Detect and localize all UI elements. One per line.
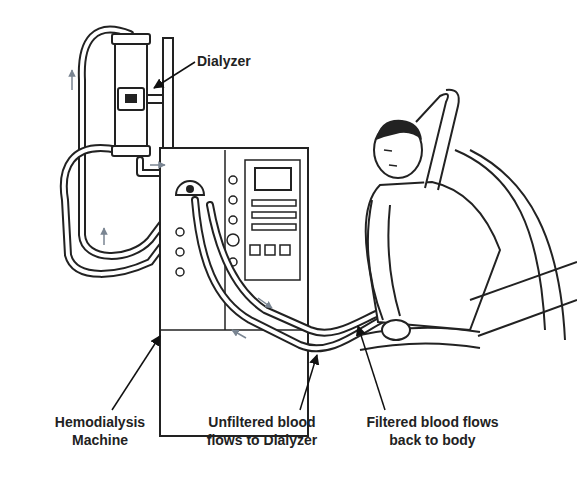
patient-eye: [384, 150, 392, 151]
leader-arrow: [300, 355, 317, 410]
machine-body: [160, 148, 308, 436]
flow-arrow: [103, 228, 105, 245]
pump-hub: [186, 185, 194, 193]
patient-torso: [366, 182, 500, 330]
panel-button: [280, 245, 290, 255]
control-knob: [229, 216, 237, 224]
dialyzer-clamp: [147, 95, 163, 103]
tube-outline: [210, 205, 385, 333]
panel-slot: [252, 224, 296, 230]
patient-lower-arm: [388, 205, 400, 316]
flow-arrow: [150, 164, 165, 166]
tube-core: [210, 205, 385, 333]
flow-arrow: [71, 70, 73, 90]
tube-outline: [195, 200, 385, 348]
panel-slot: [252, 212, 296, 218]
display-screen: [255, 168, 291, 190]
control-knob: [229, 176, 237, 184]
dialyzer-cap: [112, 146, 150, 156]
leader-arrow: [358, 326, 385, 410]
blood-pump: [176, 181, 204, 195]
leader-arrow: [154, 62, 195, 88]
part-label: Filtered blood flows back to body: [350, 413, 515, 449]
patient-leg: [478, 300, 577, 336]
part-label: Unfiltered blood flows to Dialyzer: [192, 413, 332, 449]
panel-button: [265, 245, 275, 255]
dialyzer-band: [118, 88, 144, 110]
patient-mouth: [389, 165, 397, 166]
dialyzer-body: [115, 40, 147, 150]
patient-leg: [470, 262, 577, 300]
control-panel: [245, 160, 300, 280]
patient-raised-arm: [438, 90, 459, 190]
flow-arrow: [232, 330, 246, 338]
tube-core: [195, 200, 385, 348]
patient-lower-arm: [368, 200, 383, 320]
patient-hair: [376, 120, 422, 140]
iv-pole: [163, 38, 173, 150]
flow-arrow: [258, 298, 272, 308]
dialyzer-window: [125, 94, 137, 103]
part-label: Dialyzer: [197, 52, 287, 70]
leader-arrow: [112, 336, 160, 410]
patient-hand: [382, 320, 410, 340]
panel-button: [250, 245, 260, 255]
control-knob: [176, 228, 184, 236]
control-knob: [176, 248, 184, 256]
control-knob: [176, 268, 184, 276]
part-label: Hemodialysis Machine: [45, 413, 155, 449]
chair-armrest: [360, 343, 480, 350]
control-knob: [227, 234, 239, 246]
panel-slot: [252, 200, 296, 206]
control-knob: [229, 196, 237, 204]
dialyzer-cap: [112, 34, 150, 44]
